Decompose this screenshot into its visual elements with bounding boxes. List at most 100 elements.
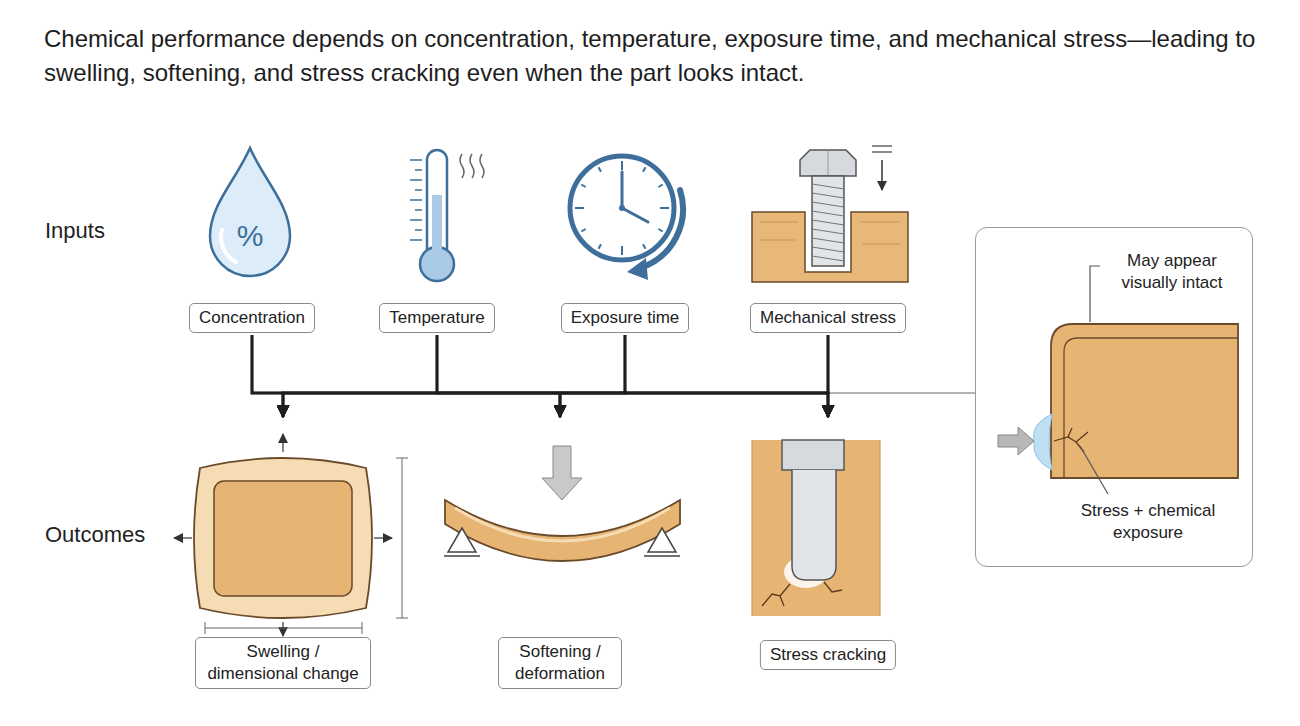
thermometer-icon bbox=[432, 195, 442, 265]
stress-cracking-illustration bbox=[752, 440, 880, 616]
softening-illustration bbox=[444, 446, 680, 561]
inset-illustration bbox=[1090, 266, 1100, 322]
flow-arrow bbox=[252, 335, 560, 417]
input-box: Temperature bbox=[379, 303, 494, 333]
stress-cracking-illustration bbox=[762, 582, 842, 606]
flow-arrow bbox=[827, 335, 830, 417]
swelling-illustration bbox=[282, 434, 283, 452]
input-box: Concentration bbox=[189, 303, 315, 333]
input-label: Mechanical stress bbox=[760, 307, 896, 329]
clock-icon bbox=[581, 185, 585, 188]
flow-arrow bbox=[283, 335, 828, 417]
flow-arrow bbox=[283, 335, 625, 417]
thermometer-icon bbox=[410, 239, 422, 241]
clock-icon bbox=[581, 229, 585, 232]
swelling-illustration bbox=[205, 622, 206, 634]
bolt-icon bbox=[812, 211, 844, 216]
softening-illustration bbox=[444, 555, 680, 557]
thermometer-icon bbox=[415, 169, 422, 171]
bolt-icon bbox=[812, 184, 844, 189]
swelling-illustration bbox=[282, 622, 283, 636]
swelling-illustration bbox=[174, 434, 392, 636]
input-label: Exposure time bbox=[571, 307, 680, 329]
swelling-illustration bbox=[205, 458, 408, 634]
input-label: Temperature bbox=[389, 307, 484, 329]
droplet-icon bbox=[221, 230, 236, 262]
clock-icon bbox=[643, 244, 646, 248]
inset-illustration bbox=[1033, 414, 1052, 470]
swelling-illustration bbox=[402, 458, 403, 618]
inset-illustration bbox=[998, 427, 1034, 455]
bolt-icon bbox=[812, 256, 844, 261]
swelling-illustration bbox=[214, 481, 352, 596]
leader-line bbox=[828, 392, 975, 394]
swelling-illustration bbox=[174, 434, 408, 636]
clock-icon bbox=[658, 229, 662, 232]
bolt-icon bbox=[752, 146, 908, 282]
title: Chemical performance depends on concentr… bbox=[44, 22, 1279, 90]
bolt-icon bbox=[812, 247, 844, 252]
inset-illustration bbox=[1064, 338, 1238, 478]
clock-icon bbox=[570, 156, 674, 260]
softening-illustration bbox=[542, 446, 582, 500]
bolt-icon bbox=[812, 238, 844, 243]
softening-illustration bbox=[445, 500, 680, 561]
swelling-illustration bbox=[362, 622, 363, 634]
clock-icon bbox=[643, 167, 646, 171]
flow-arrow bbox=[437, 335, 828, 417]
clock-icon bbox=[575, 207, 584, 209]
swelling-illustration bbox=[374, 537, 392, 538]
flow-arrow bbox=[437, 335, 560, 417]
row-label: Inputs bbox=[45, 218, 105, 244]
swelling-illustration bbox=[396, 458, 408, 459]
thermometer-icon bbox=[410, 199, 422, 201]
inset-illustration bbox=[1080, 446, 1108, 494]
stress-cracking-illustration bbox=[782, 440, 844, 470]
bolt-icon bbox=[881, 160, 883, 190]
bolt-icon bbox=[812, 176, 844, 266]
flow-arrow bbox=[625, 335, 828, 417]
bolt-icon bbox=[812, 184, 844, 261]
clock-icon bbox=[599, 244, 602, 248]
inset-panel: May appear visually intactStress + chemi… bbox=[975, 227, 1253, 567]
clock-icon bbox=[621, 161, 623, 170]
clock-icon bbox=[658, 185, 662, 188]
thermometer-icon bbox=[415, 189, 422, 191]
outcome-box: Stress cracking bbox=[753, 418, 903, 670]
droplet-icon bbox=[210, 148, 290, 276]
swelling-illustration bbox=[194, 458, 372, 618]
thermometer-icon bbox=[410, 219, 422, 221]
thermometer-icon bbox=[410, 159, 422, 161]
swelling-illustration bbox=[205, 628, 362, 629]
stress-cracking-illustration bbox=[752, 440, 880, 616]
softening-illustration bbox=[448, 528, 676, 552]
inset-illustration bbox=[1054, 428, 1088, 452]
flow-arrow bbox=[252, 335, 283, 417]
thermometer-icon bbox=[460, 154, 484, 178]
bolt-icon bbox=[812, 229, 844, 234]
flow-arrow bbox=[560, 335, 828, 417]
outcome-label: Softening / deformation bbox=[498, 637, 622, 689]
bolt-icon bbox=[812, 193, 844, 198]
callout-text: May appear visually intact bbox=[1104, 250, 1240, 294]
row-label: Outcomes bbox=[45, 522, 145, 548]
stress-cracking-illustration bbox=[792, 470, 836, 580]
thermometer-icon bbox=[415, 229, 422, 231]
clock-icon bbox=[621, 246, 623, 255]
softening-illustration bbox=[455, 508, 670, 541]
outcome-label: Stress cracking bbox=[760, 640, 896, 670]
thermometer-icon bbox=[415, 209, 422, 211]
flow-arrow bbox=[252, 335, 828, 417]
input-box: Mechanical stress bbox=[750, 303, 906, 333]
outcome-box: Swelling / dimensional change bbox=[170, 418, 396, 696]
bolt-icon bbox=[828, 150, 829, 176]
clock-icon bbox=[627, 258, 648, 280]
flow-arrow bbox=[283, 335, 437, 417]
thermometer-icon bbox=[410, 150, 484, 281]
clock-icon bbox=[570, 156, 683, 280]
bolt-icon bbox=[800, 150, 856, 176]
flow-arrow bbox=[560, 335, 625, 417]
bolt-icon bbox=[812, 202, 844, 207]
swelling-illustration bbox=[174, 537, 192, 538]
